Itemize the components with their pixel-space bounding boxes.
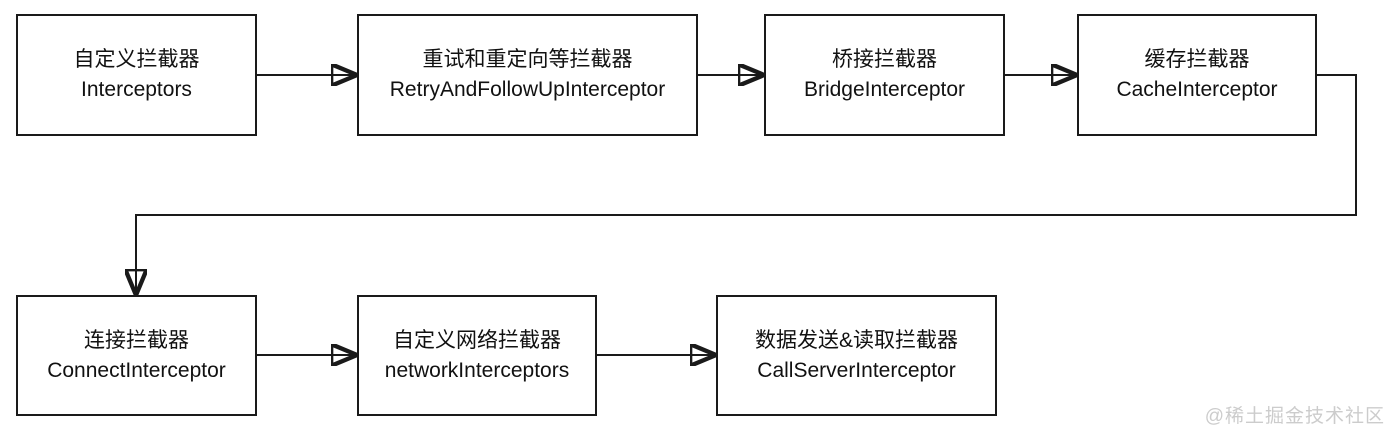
node-network-label-en: networkInterceptors xyxy=(384,358,570,382)
node-cache-label-zh: 缓存拦截器 xyxy=(1144,48,1250,71)
node-interceptors: 自定义拦截器 Interceptors xyxy=(16,14,257,136)
node-cache-label-en: CacheInterceptor xyxy=(1116,78,1278,101)
node-cache: 缓存拦截器 CacheInterceptor xyxy=(1077,14,1317,136)
node-bridge-label-zh: 桥接拦截器 xyxy=(832,48,937,71)
watermark: @稀土掘金技术社区 xyxy=(1204,406,1385,427)
node-retry: 重试和重定向等拦截器 RetryAndFollowUpInterceptor xyxy=(357,14,698,136)
node-network: 自定义网络拦截器 networkInterceptors xyxy=(357,295,597,416)
node-retry-label-zh: 重试和重定向等拦截器 xyxy=(422,48,633,71)
node-connect-label-zh: 连接拦截器 xyxy=(84,328,189,352)
node-network-label-zh: 自定义网络拦截器 xyxy=(393,328,561,352)
arrow-cache-to-connect xyxy=(136,74,1357,293)
node-connect: 连接拦截器 ConnectInterceptor xyxy=(16,295,257,416)
node-callserver: 数据发送&读取拦截器 CallServerInterceptor xyxy=(716,295,997,416)
node-bridge-label-en: BridgeInterceptor xyxy=(803,78,966,101)
node-callserver-label-en: CallServerInterceptor xyxy=(757,358,956,382)
node-bridge: 桥接拦截器 BridgeInterceptor xyxy=(764,14,1005,136)
node-interceptors-label-zh: 自定义拦截器 xyxy=(73,48,200,71)
node-connect-label-en: ConnectInterceptor xyxy=(47,358,226,382)
node-interceptors-label-en: Interceptors xyxy=(81,78,192,101)
node-retry-label-en: RetryAndFollowUpInterceptor xyxy=(389,78,666,101)
node-callserver-label-zh: 数据发送&读取拦截器 xyxy=(754,328,958,352)
